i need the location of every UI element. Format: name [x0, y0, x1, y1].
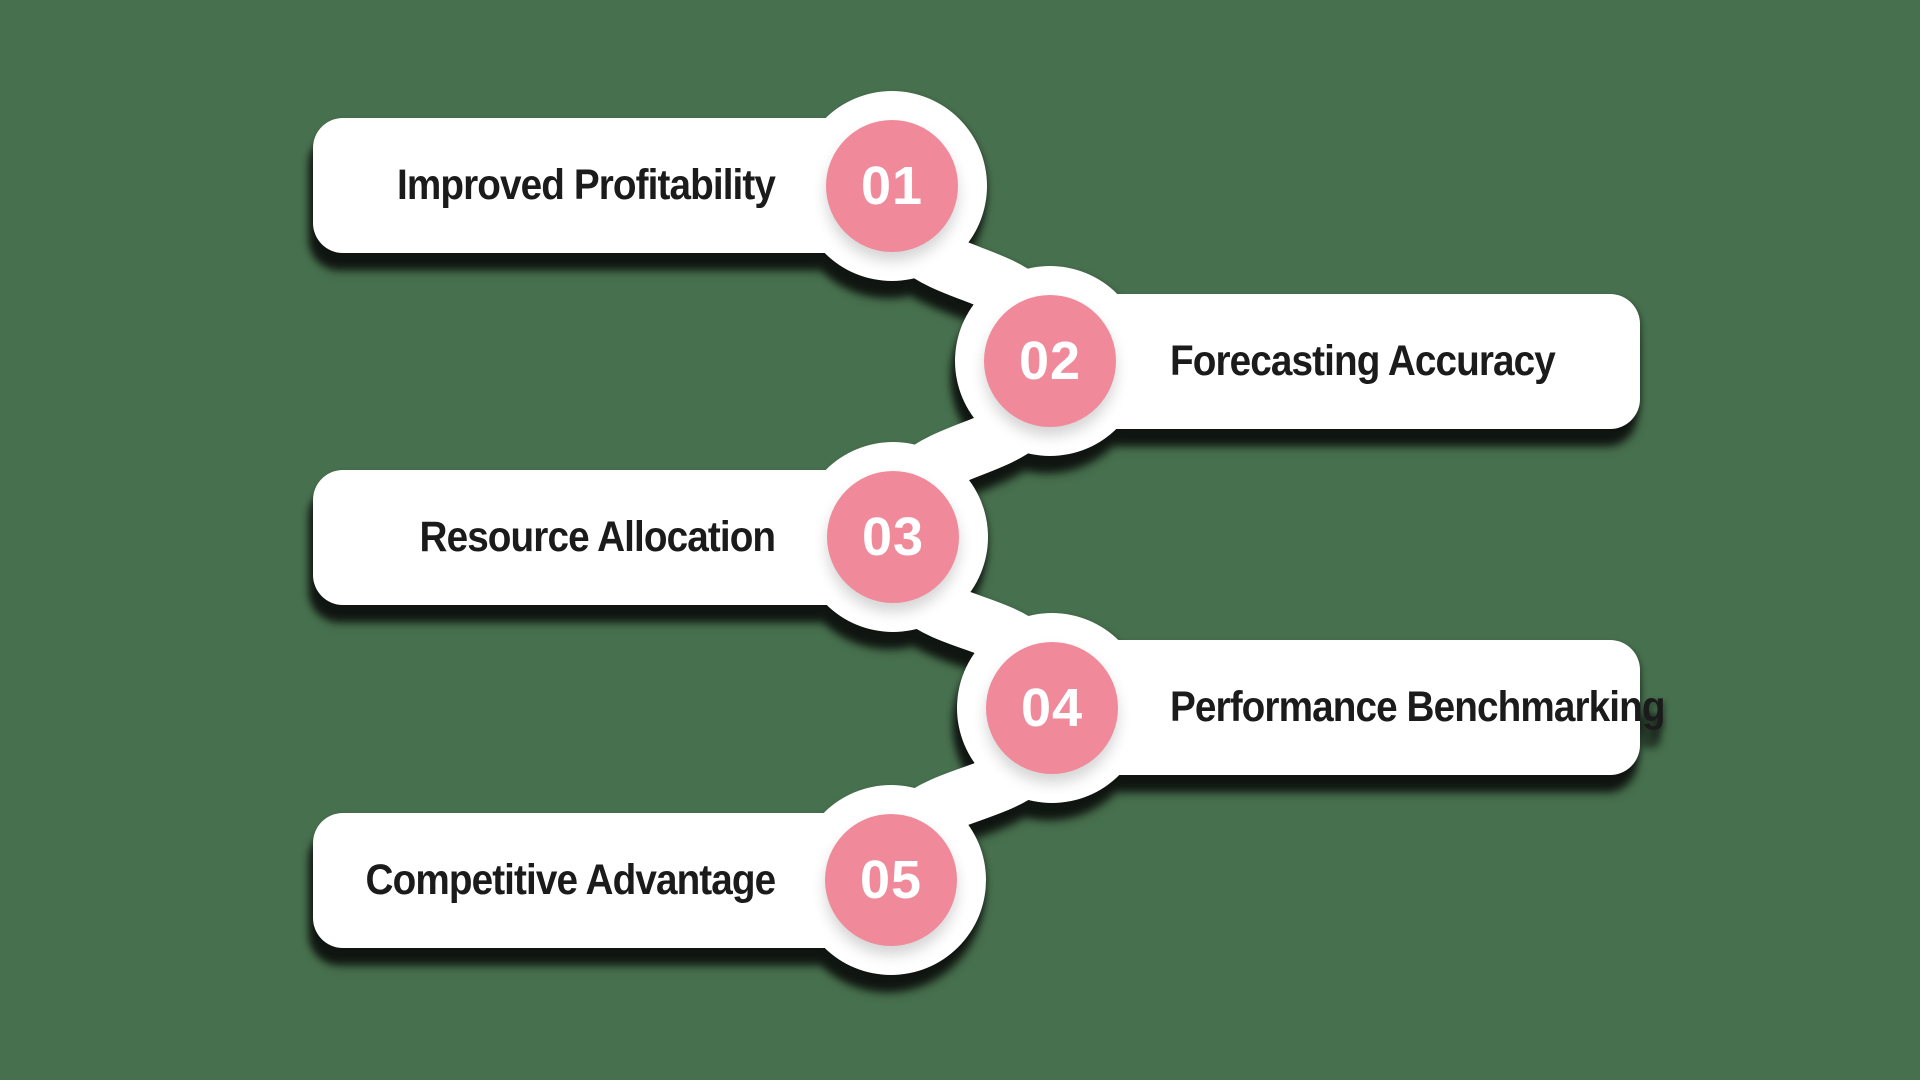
step-5-number: 05 — [859, 850, 923, 910]
step-4-number: 04 — [1020, 678, 1084, 738]
item-1-card: Improved Profitability — [313, 118, 870, 253]
item-5-label: Competitive Advantage — [365, 856, 776, 904]
item-3-card: Resource Allocation — [313, 470, 870, 605]
step-2-number: 02 — [1018, 331, 1082, 391]
step-3-circle: 03 — [827, 471, 959, 603]
item-5-card: Competitive Advantage — [313, 813, 870, 948]
item-1-label: Improved Profitability — [396, 161, 776, 209]
step-5-circle: 05 — [825, 814, 957, 946]
step-4-circle: 04 — [986, 642, 1118, 774]
step-3-number: 03 — [861, 507, 925, 567]
step-1-number: 01 — [860, 156, 924, 216]
item-3-label: Resource Allocation — [419, 513, 776, 561]
item-2-label: Forecasting Accuracy — [1170, 337, 1556, 385]
step-2-circle: 02 — [984, 295, 1116, 427]
item-4-label: Performance Benchmarking — [1170, 683, 1665, 731]
step-1-circle: 01 — [826, 120, 958, 252]
